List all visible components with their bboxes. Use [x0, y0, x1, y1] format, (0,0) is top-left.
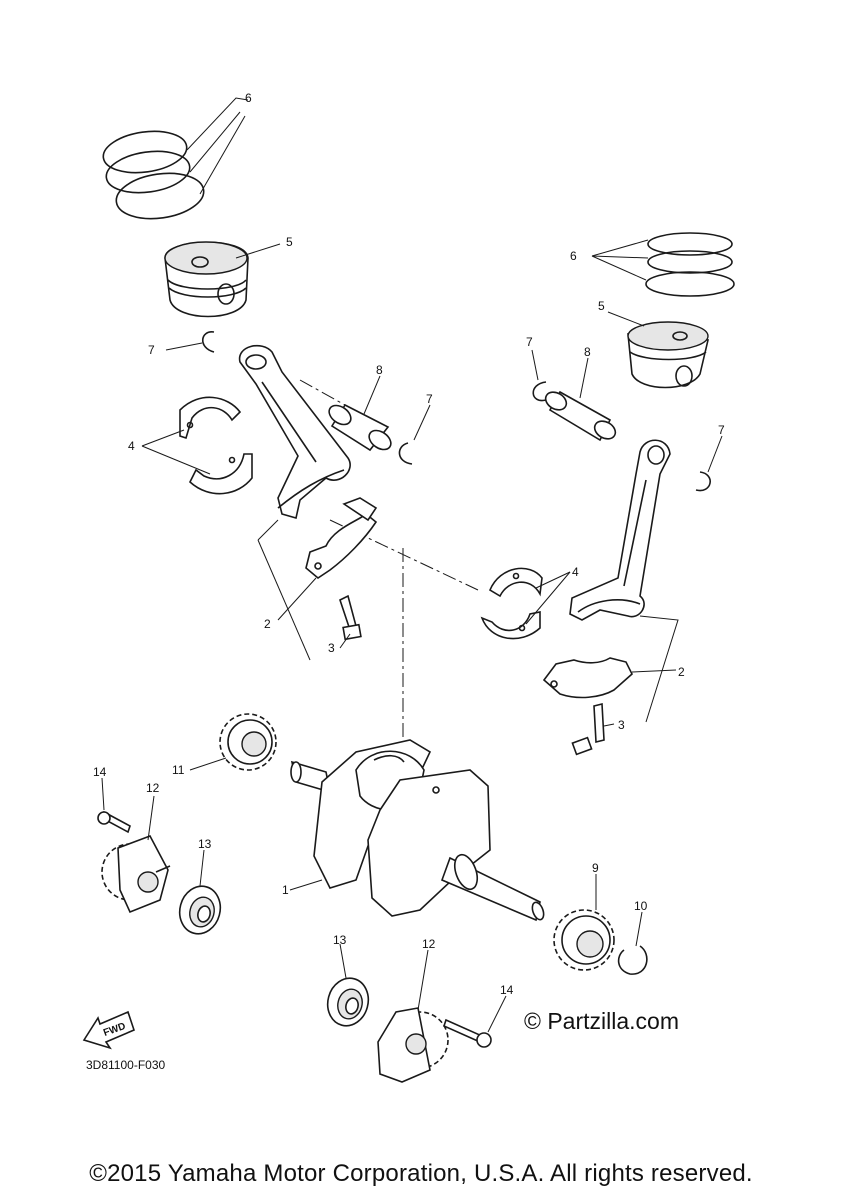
callout-13-left: 13 — [198, 837, 212, 887]
circlip-right-1[interactable] — [532, 381, 547, 402]
bearing-left-upper[interactable] — [179, 396, 242, 440]
callout-7-left-1: 7 — [148, 342, 203, 357]
piston-pin-right[interactable] — [542, 389, 618, 443]
svg-text:12: 12 — [146, 781, 160, 795]
callout-14-left: 14 — [93, 765, 107, 811]
callout-10: 10 — [634, 899, 648, 947]
callout-3-right: 3 — [603, 718, 625, 732]
bearing-right-upper[interactable] — [488, 567, 543, 598]
piston-pin-left[interactable] — [326, 402, 395, 454]
gear-11[interactable] — [219, 713, 277, 771]
callout-2-right: 2 — [631, 615, 685, 723]
svg-text:1: 1 — [282, 883, 289, 897]
piston-left[interactable] — [164, 241, 249, 318]
gear-9[interactable] — [553, 909, 615, 971]
bearing-13-right[interactable] — [322, 974, 373, 1031]
circlip-right-2[interactable] — [695, 471, 711, 492]
svg-text:14: 14 — [500, 983, 514, 997]
bolt-14-left[interactable] — [97, 810, 131, 834]
svg-text:14: 14 — [93, 765, 107, 779]
diagram-code: 3D81100-F030 — [86, 1058, 166, 1072]
callout-1: 1 — [282, 879, 323, 897]
callout-7-right-1: 7 — [526, 335, 539, 381]
copyright-footer: ©2015 Yamaha Motor Corporation, U.S.A. A… — [89, 1160, 753, 1187]
callout-6-left: 6 — [186, 91, 252, 195]
callout-9: 9 — [592, 861, 599, 910]
svg-text:4: 4 — [128, 439, 135, 453]
callout-5-left: 5 — [235, 235, 293, 259]
piston-right[interactable] — [627, 321, 709, 389]
svg-text:7: 7 — [148, 343, 155, 357]
bearing-right-lower[interactable] — [480, 611, 541, 640]
svg-text:3: 3 — [328, 641, 335, 655]
callout-14-right: 14 — [487, 983, 514, 1033]
piston-rings-right[interactable] — [645, 232, 735, 297]
svg-text:2: 2 — [678, 665, 685, 679]
crankshaft[interactable] — [290, 739, 546, 922]
balancer-assembly-right[interactable] — [377, 1007, 449, 1083]
piston-rings-left[interactable] — [101, 126, 207, 224]
svg-text:7: 7 — [426, 392, 433, 406]
svg-text:7: 7 — [718, 423, 725, 437]
svg-text:8: 8 — [376, 363, 383, 377]
callout-3-left: 3 — [328, 633, 351, 655]
callout-8-right: 8 — [579, 345, 591, 399]
connecting-rod-right[interactable] — [569, 439, 671, 621]
circlip-left-1[interactable] — [201, 331, 215, 353]
callout-8-left: 8 — [363, 363, 383, 415]
callout-2-left: 2 — [257, 519, 317, 661]
callout-5-right: 5 — [598, 299, 645, 327]
fwd-arrow-icon: FWD — [82, 1010, 135, 1050]
svg-text:4: 4 — [572, 565, 579, 579]
svg-text:6: 6 — [245, 91, 252, 105]
callout-7-right-2: 7 — [707, 423, 725, 473]
svg-text:8: 8 — [584, 345, 591, 359]
bolt-14-right[interactable] — [443, 1018, 492, 1048]
callout-13-right: 13 — [333, 933, 347, 979]
callout-12-right: 12 — [417, 937, 436, 1011]
rod-bolt-left[interactable] — [339, 594, 362, 641]
watermark: © Partzilla.com — [524, 1008, 679, 1034]
svg-text:3: 3 — [618, 718, 625, 732]
svg-text:5: 5 — [286, 235, 293, 249]
rod-cap-right[interactable] — [542, 657, 633, 699]
svg-text:5: 5 — [598, 299, 605, 313]
balancer-assembly-left[interactable] — [101, 835, 171, 914]
circlip-10[interactable] — [617, 945, 648, 975]
svg-text:13: 13 — [198, 837, 212, 851]
rod-bolt-right[interactable] — [571, 702, 605, 756]
callout-4-right: 4 — [525, 565, 579, 625]
svg-text:12: 12 — [422, 937, 436, 951]
callout-11: 11 — [172, 757, 227, 777]
bearing-left-lower[interactable] — [189, 453, 253, 495]
svg-text:11: 11 — [172, 763, 185, 777]
callout-7-left-2: 7 — [413, 392, 433, 441]
callout-12-left: 12 — [146, 781, 160, 841]
callout-6-right: 6 — [570, 239, 649, 281]
svg-text:2: 2 — [264, 617, 271, 631]
svg-text:9: 9 — [592, 861, 599, 875]
svg-text:10: 10 — [634, 899, 648, 913]
circlip-left-2[interactable] — [398, 442, 413, 465]
rod-cap-left[interactable] — [305, 497, 378, 579]
callout-4-left: 4 — [128, 429, 211, 475]
svg-text:13: 13 — [333, 933, 347, 947]
svg-text:6: 6 — [570, 249, 577, 263]
svg-text:7: 7 — [526, 335, 533, 349]
connecting-rod-left[interactable] — [239, 344, 351, 520]
bearing-13-left[interactable] — [174, 882, 225, 939]
